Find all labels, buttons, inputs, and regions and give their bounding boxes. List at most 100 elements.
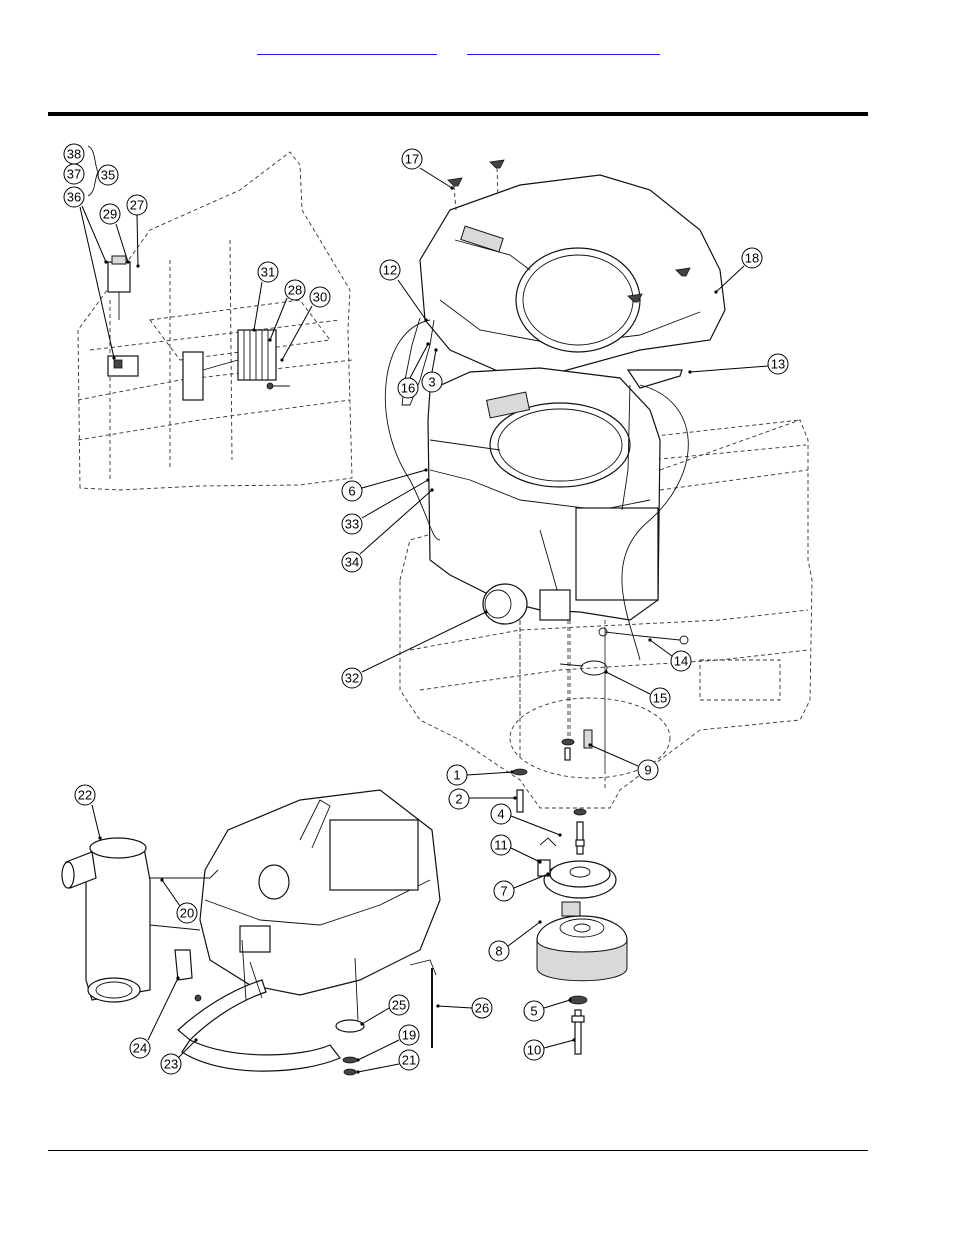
callout-arrow-tip xyxy=(280,358,284,362)
callout-29: 29 xyxy=(99,203,130,264)
callout-7: 7 xyxy=(493,872,550,902)
callout-label: 19 xyxy=(402,1028,416,1043)
callout-leader xyxy=(359,489,433,555)
engine-shroud-shape xyxy=(419,174,726,373)
callout-10: 10 xyxy=(523,1038,576,1061)
callout-label: 21 xyxy=(402,1053,416,1068)
callout-arrow-tip xyxy=(604,670,608,674)
callout-22: 22 xyxy=(74,784,102,840)
fastener-stack xyxy=(512,729,593,855)
callout-leader xyxy=(357,1063,400,1073)
callout-circle xyxy=(160,1053,182,1075)
callout-label: 18 xyxy=(745,251,759,266)
callout-2: 2 xyxy=(448,788,517,810)
callout-label: 11 xyxy=(494,838,508,853)
callout-label: 27 xyxy=(130,198,144,213)
callout-label: 37 xyxy=(67,167,81,182)
callout-circle xyxy=(284,279,306,301)
callout-arrow-tip xyxy=(572,1038,576,1042)
callout-leader xyxy=(466,771,513,776)
footer-rule xyxy=(48,1150,868,1151)
callout-arrow-tip xyxy=(430,488,434,492)
callout-arrow-tip xyxy=(434,348,438,352)
callout-circle xyxy=(448,788,470,810)
callout-25: 25 xyxy=(360,994,410,1026)
callout-16: 16 xyxy=(397,342,430,399)
callout-leader xyxy=(361,469,427,489)
callout-label: 6 xyxy=(348,484,355,499)
callout-circle xyxy=(379,259,401,281)
callout-18: 18 xyxy=(714,247,763,294)
callout-label: 26 xyxy=(475,1001,489,1016)
callout-leader xyxy=(177,1039,197,1059)
relay-module-shape xyxy=(107,261,131,293)
callout-leader xyxy=(689,365,769,373)
callout-circle xyxy=(63,186,85,208)
callout-leader xyxy=(79,206,115,359)
callout-label: 38 xyxy=(67,147,81,162)
callout-circle xyxy=(767,353,789,375)
callout-arrow-tip xyxy=(356,1070,360,1074)
callout-27: 27 xyxy=(126,194,148,268)
callout-36: 36 xyxy=(63,186,116,360)
callout-leader xyxy=(510,815,561,836)
callout-label: 10 xyxy=(527,1043,541,1058)
callout-17: 17 xyxy=(401,148,454,190)
callout-37: 37 xyxy=(63,163,85,185)
callout-circle xyxy=(401,148,423,170)
callout-circle xyxy=(388,994,410,1016)
callout-arrow-tip xyxy=(176,976,180,980)
callout-label: 23 xyxy=(164,1057,178,1072)
callout-label: 17 xyxy=(405,152,419,167)
callout-circle xyxy=(341,480,363,502)
connector-shape xyxy=(107,355,139,377)
callout-leader xyxy=(409,343,429,379)
callout-label: 22 xyxy=(78,788,92,803)
callout-8: 8 xyxy=(488,920,542,962)
callout-leader xyxy=(513,873,549,889)
callout-leader xyxy=(253,281,263,331)
callout-circle xyxy=(257,261,279,283)
callout-label: 36 xyxy=(67,190,81,205)
header-rule xyxy=(48,112,868,116)
callout-leader xyxy=(437,1005,473,1009)
callout-label: 29 xyxy=(103,207,117,222)
callout-circle xyxy=(97,164,119,186)
callout-circle xyxy=(126,194,148,216)
callout-leader xyxy=(269,297,288,341)
callout-label: 35 xyxy=(101,168,115,183)
callout-circle xyxy=(741,247,763,269)
callout-19: 19 xyxy=(356,1024,420,1062)
callout-arrow-tip xyxy=(356,1058,360,1062)
callout-arrow-tip xyxy=(484,610,488,614)
callout-label: 16 xyxy=(401,381,415,396)
callout-circle xyxy=(63,163,85,185)
callout-label: 20 xyxy=(180,906,194,921)
callout-arrow-tip xyxy=(424,468,428,472)
callout-circle xyxy=(341,667,363,689)
callout-31: 31 xyxy=(252,261,279,332)
callout-label: 33 xyxy=(345,517,359,532)
callout-arrow-tip xyxy=(160,878,164,882)
callout-leader xyxy=(715,265,745,293)
callout-3: 3 xyxy=(421,348,443,393)
inset-electrical xyxy=(77,151,353,491)
callout-label: 15 xyxy=(653,691,667,706)
callout-leader xyxy=(147,977,179,1041)
callout-label: 13 xyxy=(771,357,785,372)
callout-label: 8 xyxy=(495,944,502,959)
callout-leader xyxy=(507,921,541,947)
engine-block-shape xyxy=(427,367,661,625)
callout-32: 32 xyxy=(341,610,488,689)
header-link-right[interactable] xyxy=(467,38,660,55)
callout-leader xyxy=(357,1039,400,1061)
header-link-left[interactable] xyxy=(257,38,437,55)
callout-circle xyxy=(523,1039,545,1061)
brace-35 xyxy=(87,145,99,197)
callout-circle xyxy=(309,286,331,308)
callout-circle xyxy=(490,834,512,856)
callout-arrow-tip xyxy=(252,328,256,332)
callout-leader xyxy=(81,205,107,263)
